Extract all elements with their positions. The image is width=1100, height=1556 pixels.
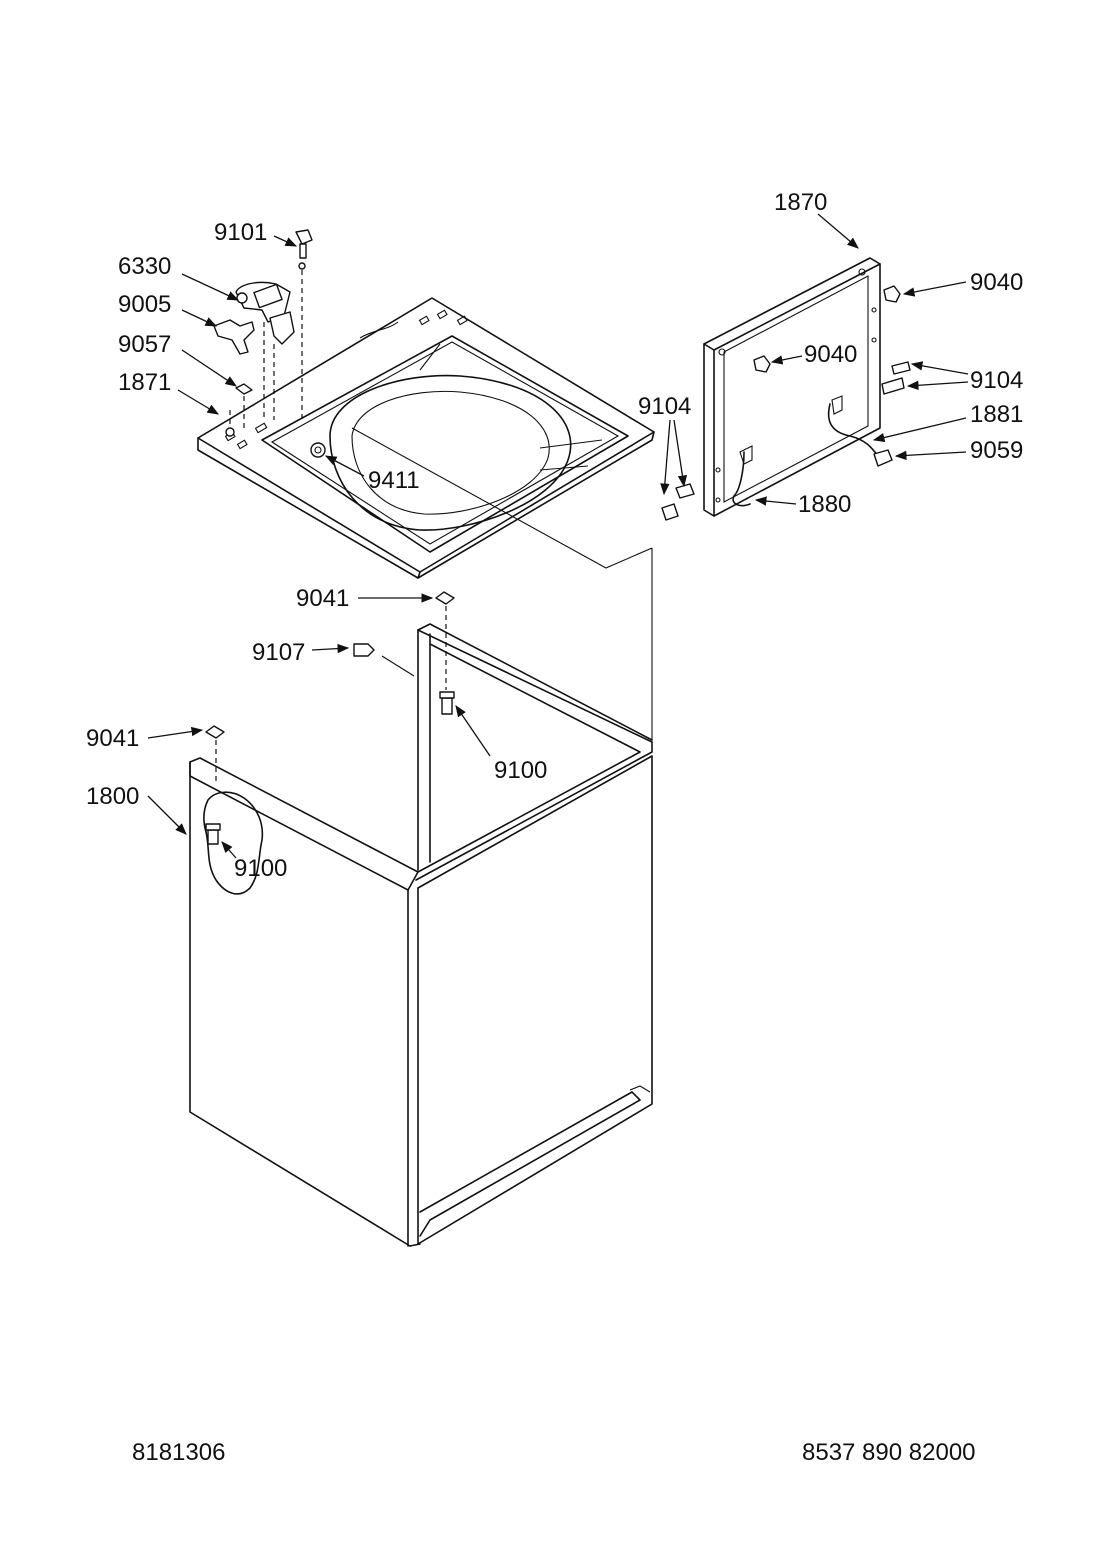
lid-switch-assembly (235, 281, 295, 345)
footer-left-code: 8181306 (132, 1439, 225, 1466)
label-9104-left: 9104 (638, 393, 691, 420)
screw-9107 (353, 643, 375, 657)
label-9100-lower: 9100 (234, 855, 287, 882)
cabinet-1800 (189, 755, 653, 1247)
connector-9059 (873, 449, 893, 467)
label-9107: 9107 (252, 639, 305, 666)
leader-lines (147, 213, 969, 859)
label-6330: 6330 (118, 253, 171, 280)
label-1881: 1881 (970, 401, 1023, 428)
label-9005: 9005 (118, 291, 171, 318)
label-1880: 1880 (798, 491, 851, 518)
clip-9041-upper (435, 591, 455, 605)
bumper-9040-lower (753, 355, 771, 373)
washer-top-cover (197, 297, 655, 579)
label-1871: 1871 (118, 369, 171, 396)
cabinet-frame (415, 623, 653, 881)
screws-9104-right (881, 361, 911, 395)
part-labels: 1870 9101 6330 9005 9057 1871 9040 9040 … (86, 189, 1023, 882)
hinge-part (310, 442, 326, 458)
console-panel (703, 257, 881, 517)
label-9040-lower: 9040 (804, 341, 857, 368)
clip-9041-lower (205, 725, 225, 739)
screw-9100-lower (205, 823, 221, 845)
label-9411: 9411 (368, 467, 420, 494)
label-9041-upper: 9041 (296, 585, 349, 612)
label-9101: 9101 (214, 219, 267, 246)
label-9040-upper: 9040 (970, 269, 1023, 296)
clip-9005 (213, 319, 255, 355)
label-9059: 9059 (970, 437, 1023, 464)
label-1870: 1870 (774, 189, 827, 216)
nut-9057 (235, 383, 253, 395)
label-9104-right: 9104 (970, 367, 1023, 394)
label-9057: 9057 (118, 331, 171, 358)
alignment-line (351, 427, 653, 569)
cord-1880 (732, 445, 753, 507)
screws-9104-left (661, 483, 695, 521)
label-9100-upper: 9100 (494, 757, 547, 784)
wire-harness-1881 (827, 395, 879, 457)
footer-right-code: 8537 890 82000 (802, 1439, 976, 1466)
screw-9100-upper (439, 691, 455, 715)
label-9041-lower: 9041 (86, 725, 139, 752)
label-1800: 1800 (86, 783, 139, 810)
bumper-9040-upper (883, 285, 901, 303)
screw-9101 (295, 229, 313, 270)
